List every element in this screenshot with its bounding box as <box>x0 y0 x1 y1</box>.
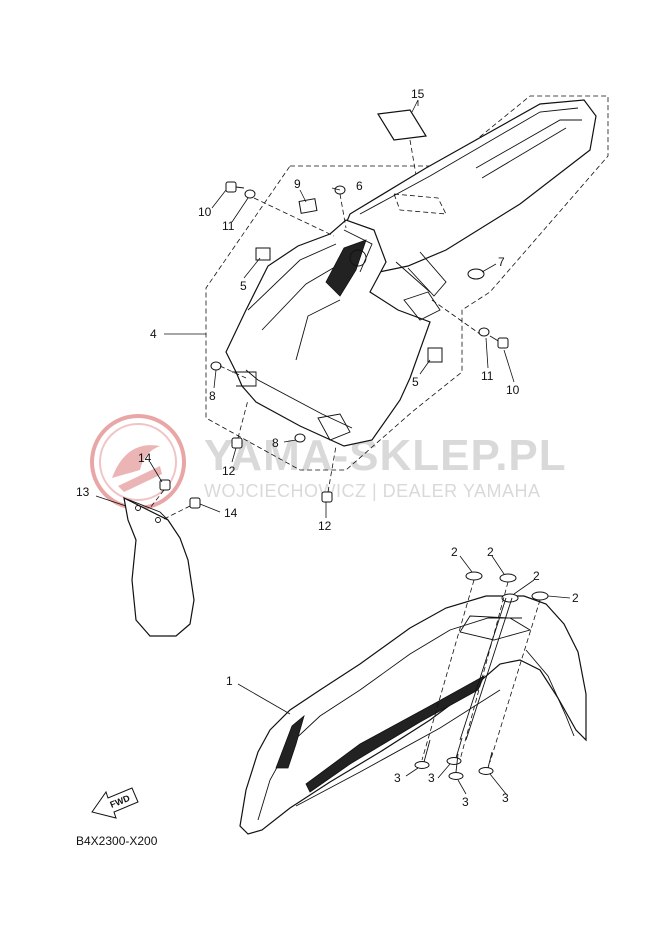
callout-13: 13 <box>76 485 90 499</box>
callout-3d: 3 <box>502 791 509 805</box>
grommet-8-bottom <box>294 433 306 443</box>
callout-14-right: 14 <box>224 506 238 520</box>
washer-7 <box>467 268 485 280</box>
bolt-10-right <box>489 335 509 349</box>
callout-7: 7 <box>498 255 505 269</box>
clip-5-top <box>255 247 271 261</box>
nut-9 <box>298 198 318 214</box>
callout-5-top: 5 <box>240 279 247 293</box>
callout-6: 6 <box>356 179 363 193</box>
callout-1: 1 <box>226 674 233 688</box>
diagram-code: B4X2300-X200 <box>76 834 158 848</box>
callout-15: 15 <box>411 87 425 101</box>
clip-5-right <box>427 347 443 363</box>
bolt-3-group <box>414 597 513 780</box>
callout-12-bottom: 12 <box>318 519 332 533</box>
front-fender <box>239 595 587 835</box>
callout-9: 9 <box>294 177 301 191</box>
callout-8-bottom: 8 <box>272 436 279 450</box>
washer-2d <box>531 591 549 601</box>
grommet-8-left <box>210 361 222 371</box>
bolt-14-right <box>161 497 201 521</box>
watermark-dealer: WOJCIECHOWICZ | DEALER YAMAHA <box>204 481 541 501</box>
bolt-12-bottom <box>321 445 337 503</box>
callout-2c: 2 <box>533 569 540 583</box>
leader-lines <box>95 100 571 795</box>
washer-2a <box>465 571 483 581</box>
callouts: 15 10 11 9 6 5 4 7 11 10 5 8 8 12 12 14 … <box>76 87 579 809</box>
bolt-3b <box>446 737 463 765</box>
callout-10-top: 10 <box>198 205 212 219</box>
callout-2d: 2 <box>572 591 579 605</box>
bolt-3c <box>448 753 464 780</box>
rear-hardware <box>149 181 509 521</box>
washer-11-right <box>478 327 490 337</box>
washer-2b <box>499 573 517 583</box>
washer-11-top <box>244 189 256 199</box>
decal-15 <box>377 109 427 141</box>
mud-flap-13 <box>123 496 195 637</box>
callout-4: 4 <box>150 327 157 341</box>
callout-11-top: 11 <box>222 219 235 233</box>
fwd-arrow-icon: FWD <box>91 787 139 819</box>
callout-12-left: 12 <box>222 464 236 478</box>
bolt-3d <box>478 751 494 775</box>
bolt-10-top <box>225 181 245 193</box>
bolt-12-left <box>231 399 249 449</box>
callout-2b: 2 <box>487 545 494 559</box>
callout-3b: 3 <box>428 771 435 785</box>
callout-8-left: 8 <box>209 389 216 403</box>
bolt-14-top <box>149 479 171 509</box>
washer-2c <box>501 593 519 603</box>
callout-5-right: 5 <box>412 375 419 389</box>
rear-side-panel <box>225 219 441 447</box>
callout-14-top: 14 <box>138 451 152 465</box>
callout-10-right: 10 <box>506 383 520 397</box>
bolt-3a <box>414 739 431 769</box>
callout-3c: 3 <box>462 795 469 809</box>
callout-11-right: 11 <box>481 369 494 383</box>
watermark-site: YAMA-SKLEP.PL <box>204 431 567 480</box>
callout-2a: 2 <box>451 545 458 559</box>
watermark: YAMA-SKLEP.PL WOJCIECHOWICZ | DEALER YAM… <box>90 414 567 510</box>
callout-3a: 3 <box>394 771 401 785</box>
